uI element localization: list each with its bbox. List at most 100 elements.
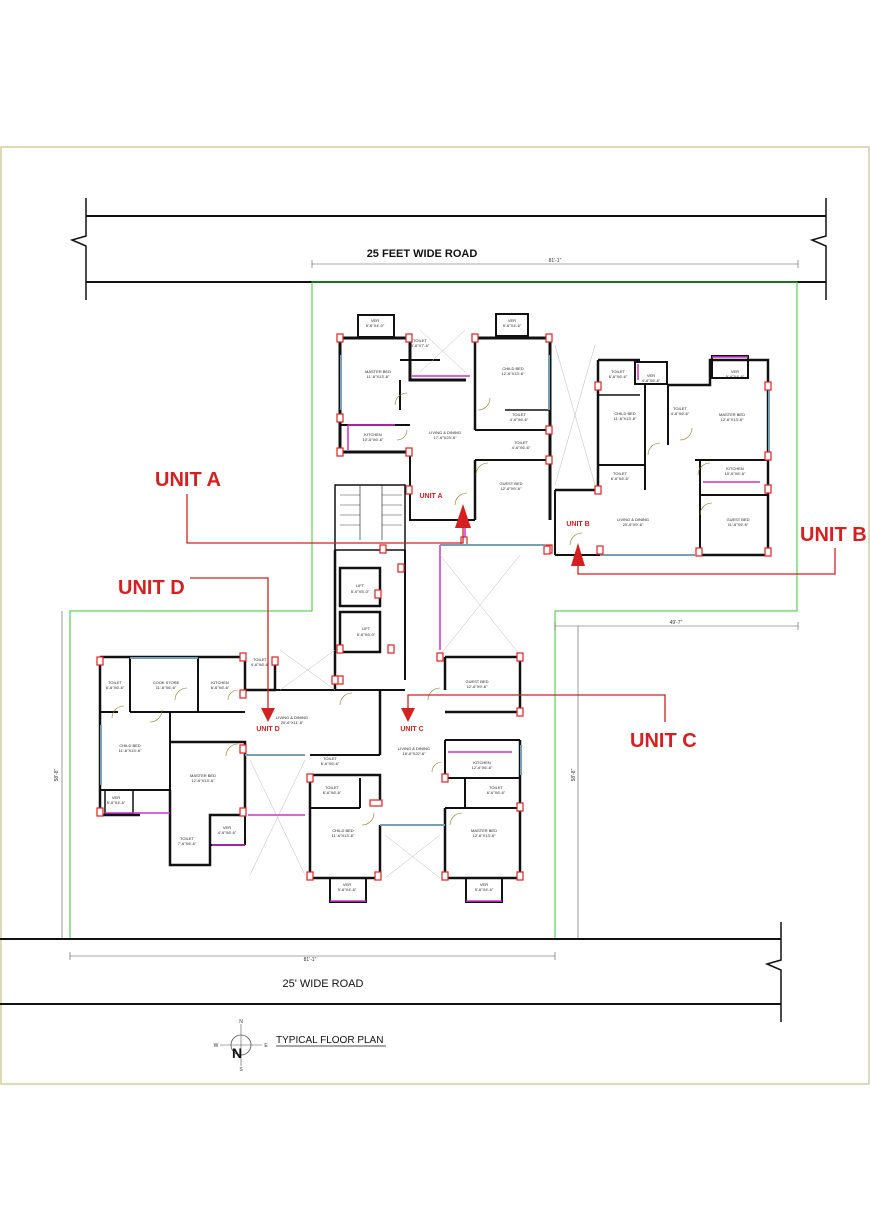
unit-c	[249, 655, 522, 903]
unit-d-child-bed-dim: 11'-6"X13'-6"	[119, 748, 142, 753]
unit-a-guest-bed: GUEST BED	[499, 481, 522, 486]
unit-c-master-bed-dim: 12'-6"X13'-6"	[472, 833, 496, 838]
unit-a-ver-top-dim: 5'-6"X4'-0"	[366, 323, 385, 328]
callout-unit-c-arrow	[401, 708, 415, 722]
unit-a-toilet: TOILET	[413, 338, 427, 343]
unit-b-toilet-dim: 6'-6"X6'-6"	[609, 374, 628, 379]
unit-a-ver-child-dim: 5'-6"X4'-6"	[503, 323, 522, 328]
lift1-label: LIFT	[356, 583, 365, 588]
unit-a-kitchen: KITCHEN	[364, 432, 382, 437]
unit-c-inner-label: UNIT C	[400, 726, 423, 733]
unit-c-kitchen: KITCHEN	[473, 760, 491, 765]
unit-c-toilet2-dim: 6'-6"X6'-6"	[323, 790, 342, 795]
unit-c-master-bed: MASTER BED	[471, 828, 497, 833]
unit-c-kitchen-dim: 12'-6"X6'-6"	[472, 765, 493, 770]
unit-a-toilet3: TOILET	[514, 440, 528, 445]
left-dimension: 58'-8" 58'-8"	[54, 611, 579, 939]
unit-d-living: LIVING & DINING	[276, 715, 308, 720]
stair-lift-core	[333, 484, 545, 691]
top-road-label: 25 FEET WIDE ROAD	[367, 248, 478, 260]
unit-b-child-bed-dim: 11'-6"X13'-6"	[614, 416, 637, 421]
unit-a-living-dim: 17'-6"X23'-6"	[433, 435, 457, 440]
unit-d-kitchen: KITCHEN	[211, 680, 229, 685]
unit-b-toilet2: TOILET	[673, 406, 687, 411]
lift2-label: LIFT	[362, 626, 371, 631]
north-compass: N S E W N	[214, 1019, 269, 1073]
unit-d-toilet3: TOILET	[180, 836, 194, 841]
unit-a-living: LIVING & DINING	[429, 430, 461, 435]
unit-c-guest-bed-dim: 12'-6"X9'-6"	[467, 684, 488, 689]
unit-a-inner-label: UNIT A	[419, 493, 442, 500]
callout-unit-c-label: UNIT C	[630, 730, 697, 752]
unit-d-master-bed-dim: 12'-6"X13'-6"	[191, 778, 215, 783]
unit-c-toilet2: TOILET	[325, 785, 339, 790]
unit-b-ver1-dim: 4'-6"X6'-6"	[642, 378, 661, 383]
lift2-dim: 5'-6"X6'-0"	[357, 632, 376, 637]
unit-a-ver-top: VER	[371, 318, 379, 323]
unit-c-toilet3-dim: 6'-6"X6'-6"	[487, 790, 506, 795]
compass-w: W	[214, 1043, 219, 1049]
right-dimension: 49'-7"	[554, 620, 799, 630]
unit-b-child-bed: CHILD BED	[614, 411, 635, 416]
unit-a-child-bed: CHILD BED	[502, 366, 523, 371]
unit-c-ver2-dim: 5'-6"X4'-6"	[475, 887, 494, 892]
callout-unit-d-label: UNIT D	[118, 577, 185, 599]
unit-d-ver1: VER	[112, 795, 120, 800]
callout-unit-d: UNIT D	[118, 577, 275, 722]
unit-b-toilet3: TOILET	[613, 471, 627, 476]
unit-b-kitchen: KITCHEN	[726, 466, 744, 471]
unit-b-toilet: TOILET	[611, 369, 625, 374]
unit-b-ver1: VER	[647, 373, 655, 378]
compass-n: N	[239, 1019, 243, 1025]
unit-d-living-dim: 20'-6"X11'-6"	[281, 720, 304, 725]
unit-d-inner-label: UNIT D	[256, 726, 279, 733]
unit-a-columns	[336, 333, 553, 554]
unit-b-toilet3-dim: 6'-6"X6'-6"	[611, 476, 630, 481]
unit-c-living: LIVING & DINING	[398, 746, 430, 751]
unit-a-toilet-dim: 5'-6"X7'-6"	[411, 343, 430, 348]
unit-c-ver2: VER	[480, 882, 488, 887]
unit-c-columns	[306, 652, 524, 881]
unit-d-master-bed: MASTER BED	[190, 773, 216, 778]
unit-a-toilet2: TOILET	[512, 412, 526, 417]
unit-a-guest-bed-dim: 12'-6"X9'-6"	[501, 486, 522, 491]
callout-unit-b: UNIT B	[571, 524, 867, 575]
unit-c-ver1: VER	[343, 882, 351, 887]
unit-d-toilet-dim: 6'-6"X6'-6"	[106, 685, 125, 690]
unit-c-toilet3: TOILET	[489, 785, 503, 790]
core-columns	[336, 544, 405, 685]
unit-d-cook-store-dim: 11'-6"X6'-6"	[156, 685, 177, 690]
unit-a-master-bed: MASTER BED	[365, 369, 391, 374]
callout-unit-a-arrow	[455, 504, 471, 528]
unit-b-master-bed-dim: 12'-6"X13'-6"	[720, 417, 744, 422]
unit-c-living-dim: 16'-6"X22'-6"	[402, 751, 426, 756]
callout-unit-d-arrow	[261, 708, 275, 722]
unit-b-inner-label: UNIT B	[566, 521, 589, 528]
callout-unit-c: UNIT C	[401, 694, 697, 752]
callout-unit-a-label: UNIT A	[155, 469, 221, 491]
lift1-dim: 5'-0"X5'-0"	[351, 589, 370, 594]
bottom-dimension-label: 81'-1"	[304, 957, 317, 963]
bottom-road-label: 25' WIDE ROAD	[283, 978, 364, 990]
unit-b-ver2-dim: 5'-6"X4'-6"	[726, 374, 745, 379]
unit-a	[338, 313, 596, 545]
unit-d-ver2-dim: 4'-6"X6'-6"	[218, 830, 237, 835]
unit-a-ver-child: VER	[508, 318, 516, 323]
unit-d-toilet2-dim: 4'-6"X6'-6"	[251, 662, 270, 667]
unit-b-master-bed: MASTER BED	[719, 412, 745, 417]
unit-a-kitchen-dim: 10'-6"X6'-6"	[363, 437, 384, 442]
unit-d-child-bed: CHILD BED	[119, 743, 140, 748]
unit-d	[98, 649, 353, 867]
unit-c-guest-bed: GUEST BED	[465, 679, 488, 684]
unit-d-ver2: VER	[223, 825, 231, 830]
unit-c-child-bed-dim: 11'-6"X13'-6"	[332, 833, 355, 838]
callout-unit-a: UNIT A	[155, 469, 471, 544]
plan-title: TYPICAL FLOOR PLAN	[276, 1035, 383, 1046]
unit-a-toilet3-dim: 4'-6"X6'-6"	[512, 445, 531, 450]
unit-b-living-dim: 20'-6"X9'-6"	[623, 522, 644, 527]
unit-a-toilet2-dim: 4'-6"X6'-6"	[510, 417, 529, 422]
callout-unit-b-arrow	[571, 543, 585, 566]
unit-d-toilet: TOILET	[108, 680, 122, 685]
unit-d-cook-store: COOK STORE	[153, 680, 180, 685]
